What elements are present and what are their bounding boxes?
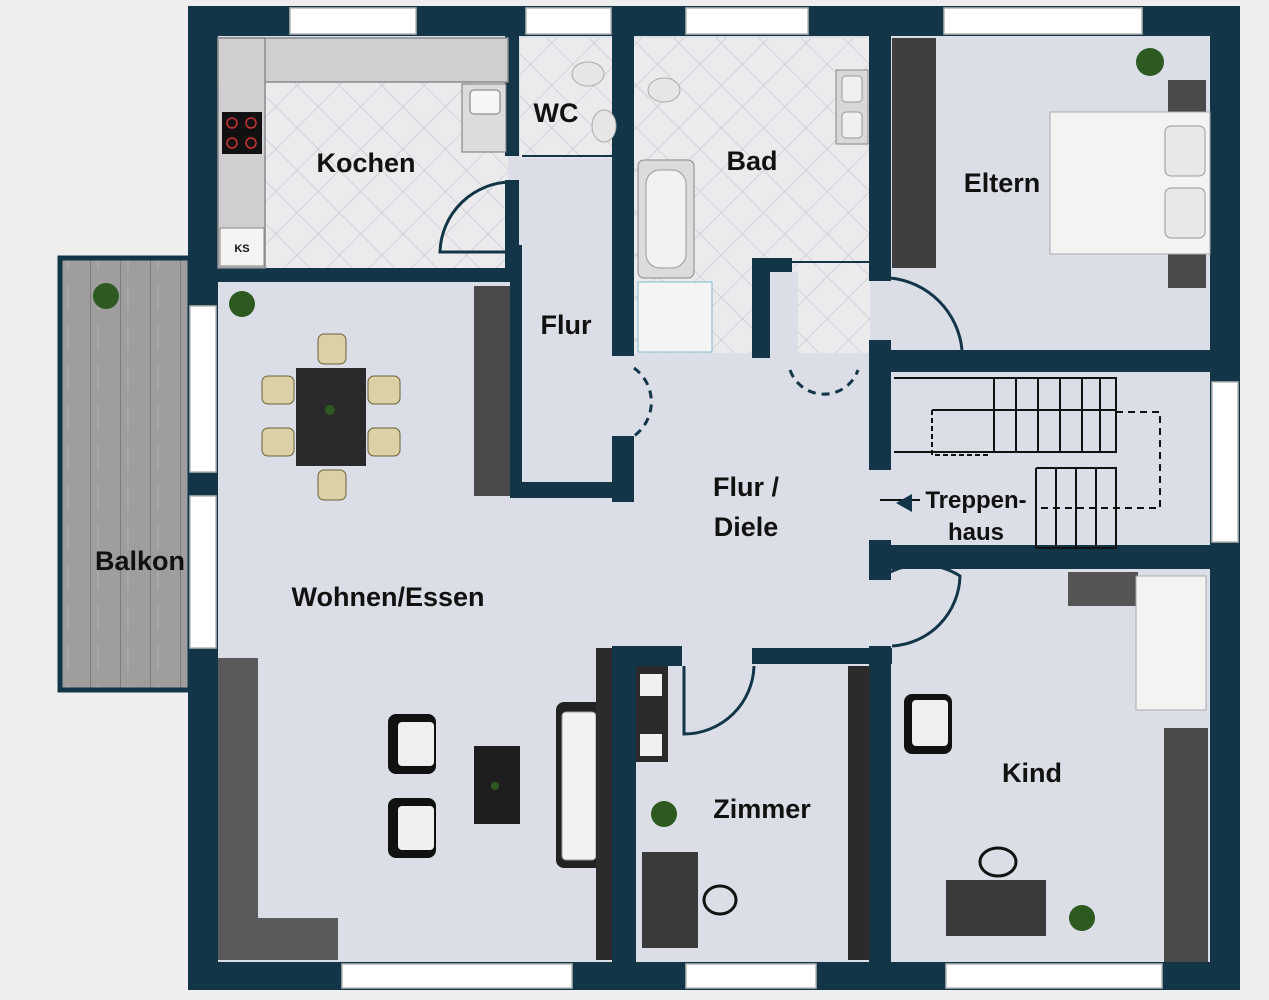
- label-zimmer: Zimmer: [713, 794, 811, 824]
- label-balkon: Balkon: [95, 546, 185, 576]
- label-kind: Kind: [1002, 758, 1062, 788]
- plants: [93, 48, 1164, 931]
- parents-bedroom-furniture: [892, 38, 1211, 288]
- room-labels: Kochen WC Bad Eltern Flur Flur / Diele T…: [95, 98, 1062, 824]
- label-wohnen-essen: Wohnen/Essen: [291, 582, 484, 612]
- label-kochen: Kochen: [316, 148, 415, 178]
- label-bad: Bad: [726, 146, 777, 176]
- label-flur-diele-line1: Flur /: [713, 472, 779, 502]
- label-flur: Flur: [541, 310, 592, 340]
- balcony: [57, 255, 193, 693]
- kitchen-counter: KS: [217, 37, 509, 269]
- doors: [438, 155, 964, 736]
- label-eltern: Eltern: [964, 168, 1041, 198]
- windows: [189, 7, 1239, 989]
- living-dining-furniture: [218, 286, 612, 960]
- label-wc: WC: [534, 98, 579, 128]
- zimmer-furniture: [636, 666, 870, 960]
- label-treppenhaus-line1: Treppen-: [925, 487, 1026, 514]
- staircase: [880, 377, 1161, 549]
- bathroom-fixtures: [571, 61, 869, 353]
- label-treppenhaus-line2: haus: [948, 519, 1004, 546]
- child-room-furniture: [904, 572, 1208, 962]
- label-flur-diele-line2: Diele: [714, 512, 779, 542]
- fridge-label: KS: [234, 243, 249, 255]
